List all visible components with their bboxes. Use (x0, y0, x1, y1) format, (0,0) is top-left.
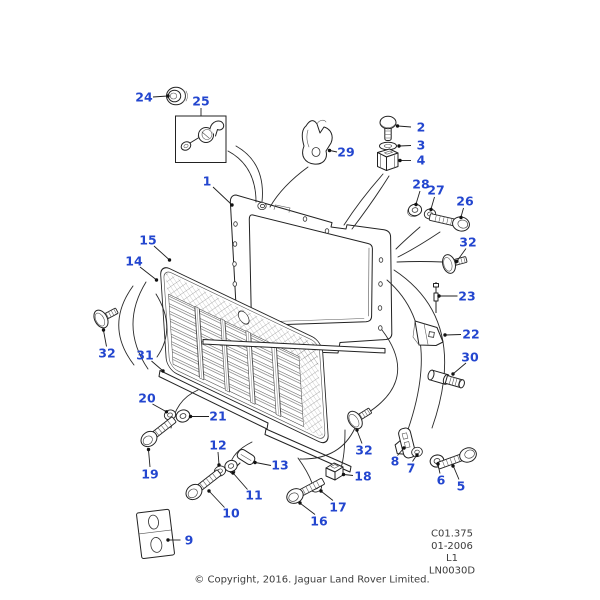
grille-panel (160, 267, 329, 444)
part-32-button-left (90, 301, 122, 331)
callout-2[interactable]: 2 (417, 120, 426, 135)
part-3-washer (379, 141, 397, 151)
info-line-date: 01-2006 (431, 541, 473, 552)
part-18-clip (325, 462, 344, 481)
callout-21[interactable]: 21 (209, 409, 226, 424)
part-24-knob (166, 86, 188, 106)
callout-12[interactable]: 12 (209, 438, 226, 453)
info-line-level: L1 (446, 553, 458, 564)
copyright-notice: © Copyright, 2016. Jaguar Land Rover Lim… (194, 575, 429, 586)
callout-25[interactable]: 25 (192, 94, 209, 109)
callout-32-right[interactable]: 32 (459, 235, 476, 250)
callout-18[interactable]: 18 (354, 469, 371, 484)
part-28-washer (407, 202, 423, 218)
callout-32-left[interactable]: 32 (98, 346, 115, 361)
part-10-bolt (182, 466, 225, 504)
callout-11[interactable]: 11 (245, 488, 262, 503)
callout-1[interactable]: 1 (203, 174, 212, 189)
callout-15[interactable]: 15 (139, 233, 156, 248)
callout-30[interactable]: 30 (461, 350, 479, 365)
grille-finisher-strip (158, 370, 352, 473)
callout-5[interactable]: 5 (457, 479, 466, 494)
callout-19[interactable]: 19 (141, 467, 158, 482)
info-line-code: C01.375 (431, 529, 473, 540)
callout-14[interactable]: 14 (125, 254, 143, 269)
info-line-drawing: LN0030D (429, 566, 476, 577)
part-2-screw (379, 115, 397, 141)
callout-20[interactable]: 20 (138, 391, 156, 406)
part-22-bracket (412, 320, 444, 346)
part-4-nut (377, 148, 399, 171)
part-32-button-bottom (344, 401, 376, 432)
part-25-lock-box (175, 115, 227, 163)
leader-lines (101, 94, 467, 542)
callout-26[interactable]: 26 (456, 194, 474, 209)
callout-16[interactable]: 16 (310, 514, 328, 529)
part-9-plate (136, 508, 175, 560)
callout-32-bottom[interactable]: 32 (355, 443, 372, 458)
grille-surround-panel (229, 194, 393, 354)
callout-17[interactable]: 17 (329, 500, 346, 515)
callout-4[interactable]: 4 (417, 153, 426, 168)
callout-labels: 1 2 3 4 5 6 7 8 9 10 11 12 13 14 15 16 1… (98, 90, 479, 548)
callout-13[interactable]: 13 (271, 458, 288, 473)
part-23-pin (433, 282, 439, 313)
info-block: C01.375 01-2006 L1 LN0030D (429, 529, 476, 577)
lower-rail-strip (202, 339, 386, 354)
callout-24[interactable]: 24 (135, 90, 153, 105)
part-32-button-right (440, 249, 470, 276)
part-19-bolt (137, 413, 180, 451)
assembly-curves (118, 145, 446, 484)
key-icon (180, 141, 192, 151)
part-30-stud (427, 369, 465, 389)
callout-29[interactable]: 29 (337, 145, 354, 160)
callout-31[interactable]: 31 (136, 348, 153, 363)
callout-3[interactable]: 3 (417, 138, 426, 153)
callout-23[interactable]: 23 (458, 289, 475, 304)
callout-22[interactable]: 22 (462, 327, 479, 342)
callout-27[interactable]: 27 (427, 183, 444, 198)
badge-hole (237, 310, 250, 325)
grille-mesh-side (298, 335, 324, 438)
callout-7[interactable]: 7 (407, 461, 416, 476)
callout-9[interactable]: 9 (185, 533, 194, 548)
callout-8[interactable]: 8 (391, 454, 400, 469)
callout-6[interactable]: 6 (437, 473, 446, 488)
grille-slats (168, 293, 304, 428)
callout-28[interactable]: 28 (412, 177, 429, 192)
part-29-bracket (301, 119, 333, 165)
callout-10[interactable]: 10 (222, 506, 240, 521)
